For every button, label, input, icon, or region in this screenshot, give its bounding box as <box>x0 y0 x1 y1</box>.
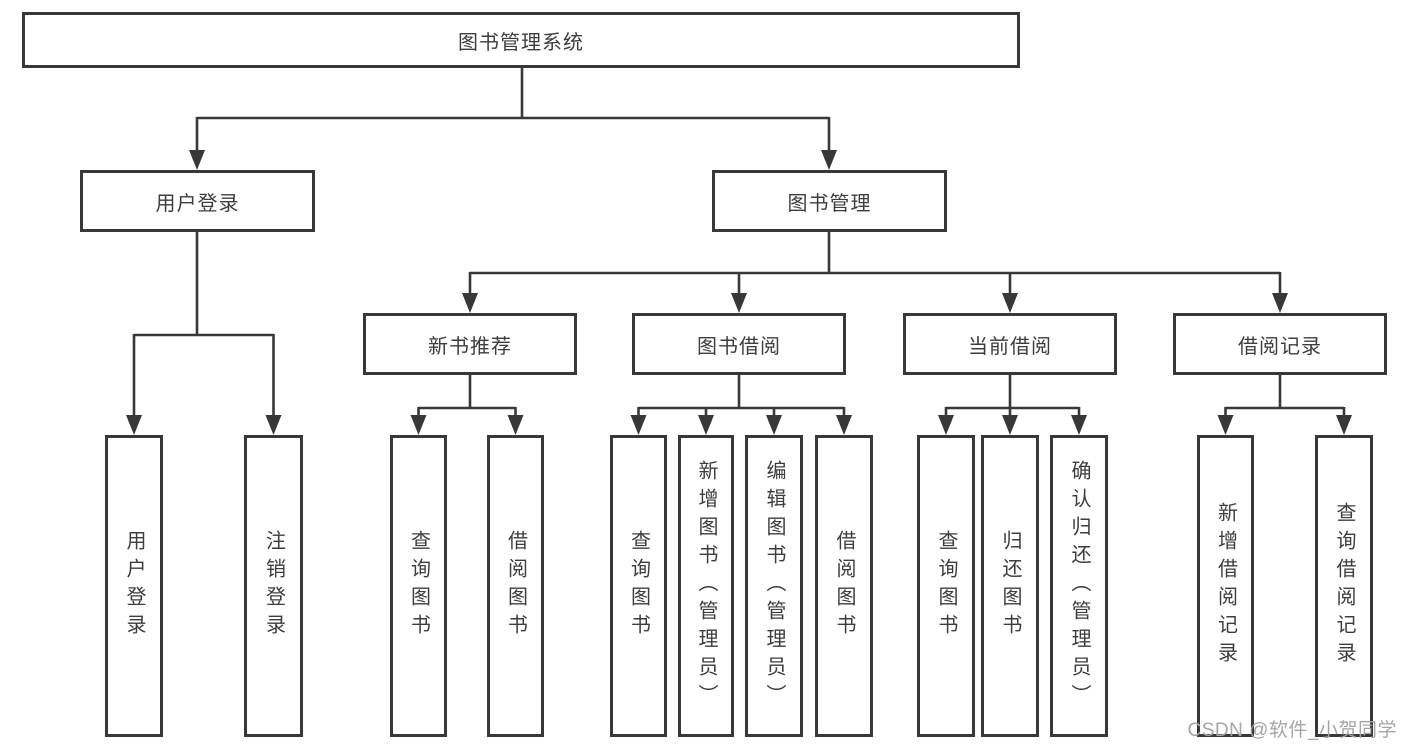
node-book-management: 图书管理 <box>712 170 947 232</box>
leaf-user-login-label: 用户登录 <box>123 530 145 642</box>
leaf-add-borrow-record: 新增借阅记录 <box>1197 435 1254 737</box>
leaf-user-login: 用户登录 <box>105 435 163 737</box>
leaf-return-books-label: 归还图书 <box>999 530 1021 642</box>
leaf-confirm-return-admin: 确认归还（管理员） <box>1050 435 1108 737</box>
leaf-query-borrow-record: 查询借阅记录 <box>1315 435 1373 737</box>
node-book-management-label: 图书管理 <box>787 192 872 215</box>
leaf-add-books-admin-label: 新增图书（管理员） <box>695 460 717 712</box>
leaf-query-books-recommend: 查询图书 <box>390 435 447 737</box>
node-current-borrow-label: 当前借阅 <box>968 335 1052 358</box>
leaf-query-books-borrowing-label: 查询图书 <box>627 530 650 642</box>
leaf-edit-books-admin-label: 编辑图书（管理员） <box>763 460 785 712</box>
leaf-query-books-borrowing: 查询图书 <box>610 435 667 737</box>
leaf-logout: 注销登录 <box>244 435 303 737</box>
node-book-borrowing-label: 图书借阅 <box>697 335 781 358</box>
watermark: CSDN @软件_小贺同学 <box>1187 720 1397 741</box>
node-current-borrow: 当前借阅 <box>903 313 1117 375</box>
leaf-query-books-current: 查询图书 <box>917 435 975 737</box>
leaf-edit-books-admin: 编辑图书（管理员） <box>745 435 803 737</box>
node-new-book-recommend: 新书推荐 <box>363 313 577 375</box>
node-user-login-label: 用户登录 <box>155 192 240 215</box>
node-root-system: 图书管理系统 <box>22 12 1020 68</box>
leaf-return-books: 归还图书 <box>981 435 1039 737</box>
leaf-borrow-books-recommend-label: 借阅图书 <box>504 530 527 642</box>
node-user-login: 用户登录 <box>80 170 315 232</box>
node-borrow-records: 借阅记录 <box>1173 313 1387 375</box>
node-book-borrowing: 图书借阅 <box>632 313 846 375</box>
leaf-query-books-recommend-label: 查询图书 <box>407 530 430 642</box>
leaf-borrow-books-recommend: 借阅图书 <box>487 435 544 737</box>
leaf-add-books-admin: 新增图书（管理员） <box>678 435 734 737</box>
leaf-query-borrow-record-label: 查询借阅记录 <box>1333 502 1355 670</box>
leaf-confirm-return-admin-label: 确认归还（管理员） <box>1068 460 1090 712</box>
leaf-borrow-books-borrowing-label: 借阅图书 <box>833 530 855 642</box>
leaf-query-books-current-label: 查询图书 <box>935 530 957 642</box>
leaf-add-borrow-record-label: 新增借阅记录 <box>1214 502 1237 670</box>
node-root-label: 图书管理系统 <box>458 31 584 54</box>
node-new-book-recommend-label: 新书推荐 <box>428 335 512 358</box>
node-borrow-records-label: 借阅记录 <box>1238 335 1322 358</box>
leaf-logout-label: 注销登录 <box>262 530 285 642</box>
leaf-borrow-books-borrowing: 借阅图书 <box>815 435 873 737</box>
